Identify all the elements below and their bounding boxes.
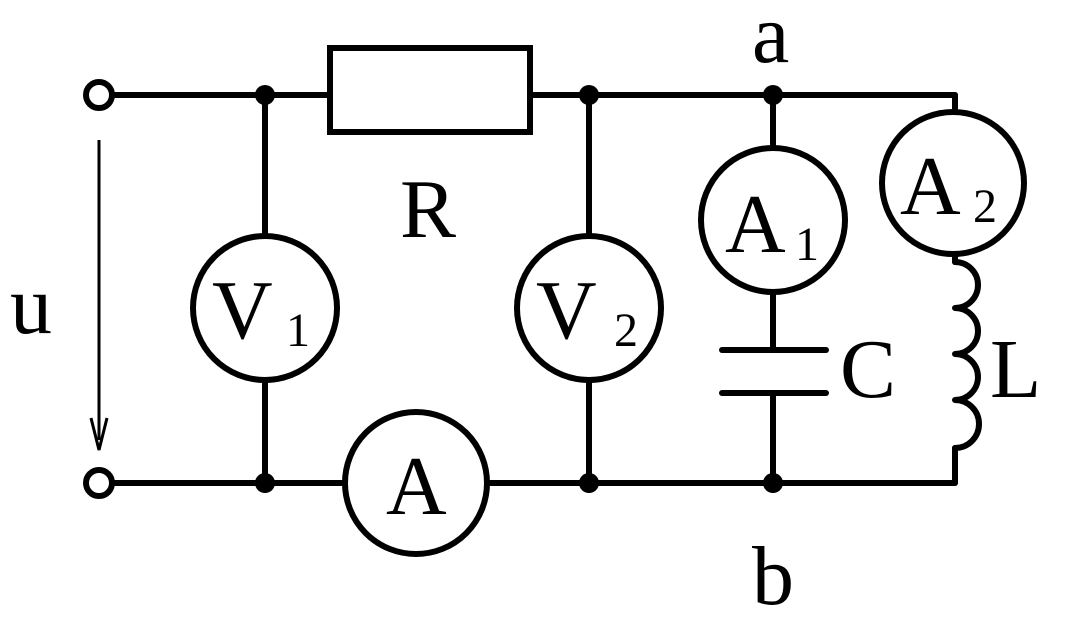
voltmeter-v2-index: 2 (614, 304, 638, 357)
voltmeter-v1-letter: V (212, 264, 273, 357)
inductor-branch: A 2 (879, 109, 1027, 451)
top-wire (110, 92, 958, 113)
resistor (327, 45, 533, 135)
node-b-label: b (752, 530, 794, 623)
voltmeter-v1-index: 1 (286, 304, 310, 357)
ammeter-a-letter: A (386, 440, 447, 533)
junction-dots (255, 85, 783, 493)
input-terminal-top (83, 79, 115, 111)
ammeter-a1-letter: A (725, 178, 786, 271)
ammeter-a2-letter: A (900, 140, 961, 233)
bottom-wire (110, 445, 958, 486)
v1-branch: V 1 (190, 92, 340, 486)
capacitor-label: C (840, 323, 896, 416)
voltage-label: u (10, 259, 52, 352)
voltage-arrow (89, 140, 109, 451)
v2-branch: V 2 (514, 92, 664, 486)
inductor-label: L (990, 323, 1041, 416)
resistor-label: R (400, 163, 456, 256)
ammeter-a2-index: 2 (973, 180, 997, 233)
capacitor-branch: A 1 (698, 92, 848, 486)
ammeter-a1-index: 1 (795, 218, 819, 271)
ammeter-a: A (342, 409, 490, 557)
inductor-coil (952, 259, 982, 451)
voltmeter-v2-letter: V (536, 264, 597, 357)
input-terminal-bottom (83, 467, 115, 499)
node-a-label: a (752, 0, 789, 81)
